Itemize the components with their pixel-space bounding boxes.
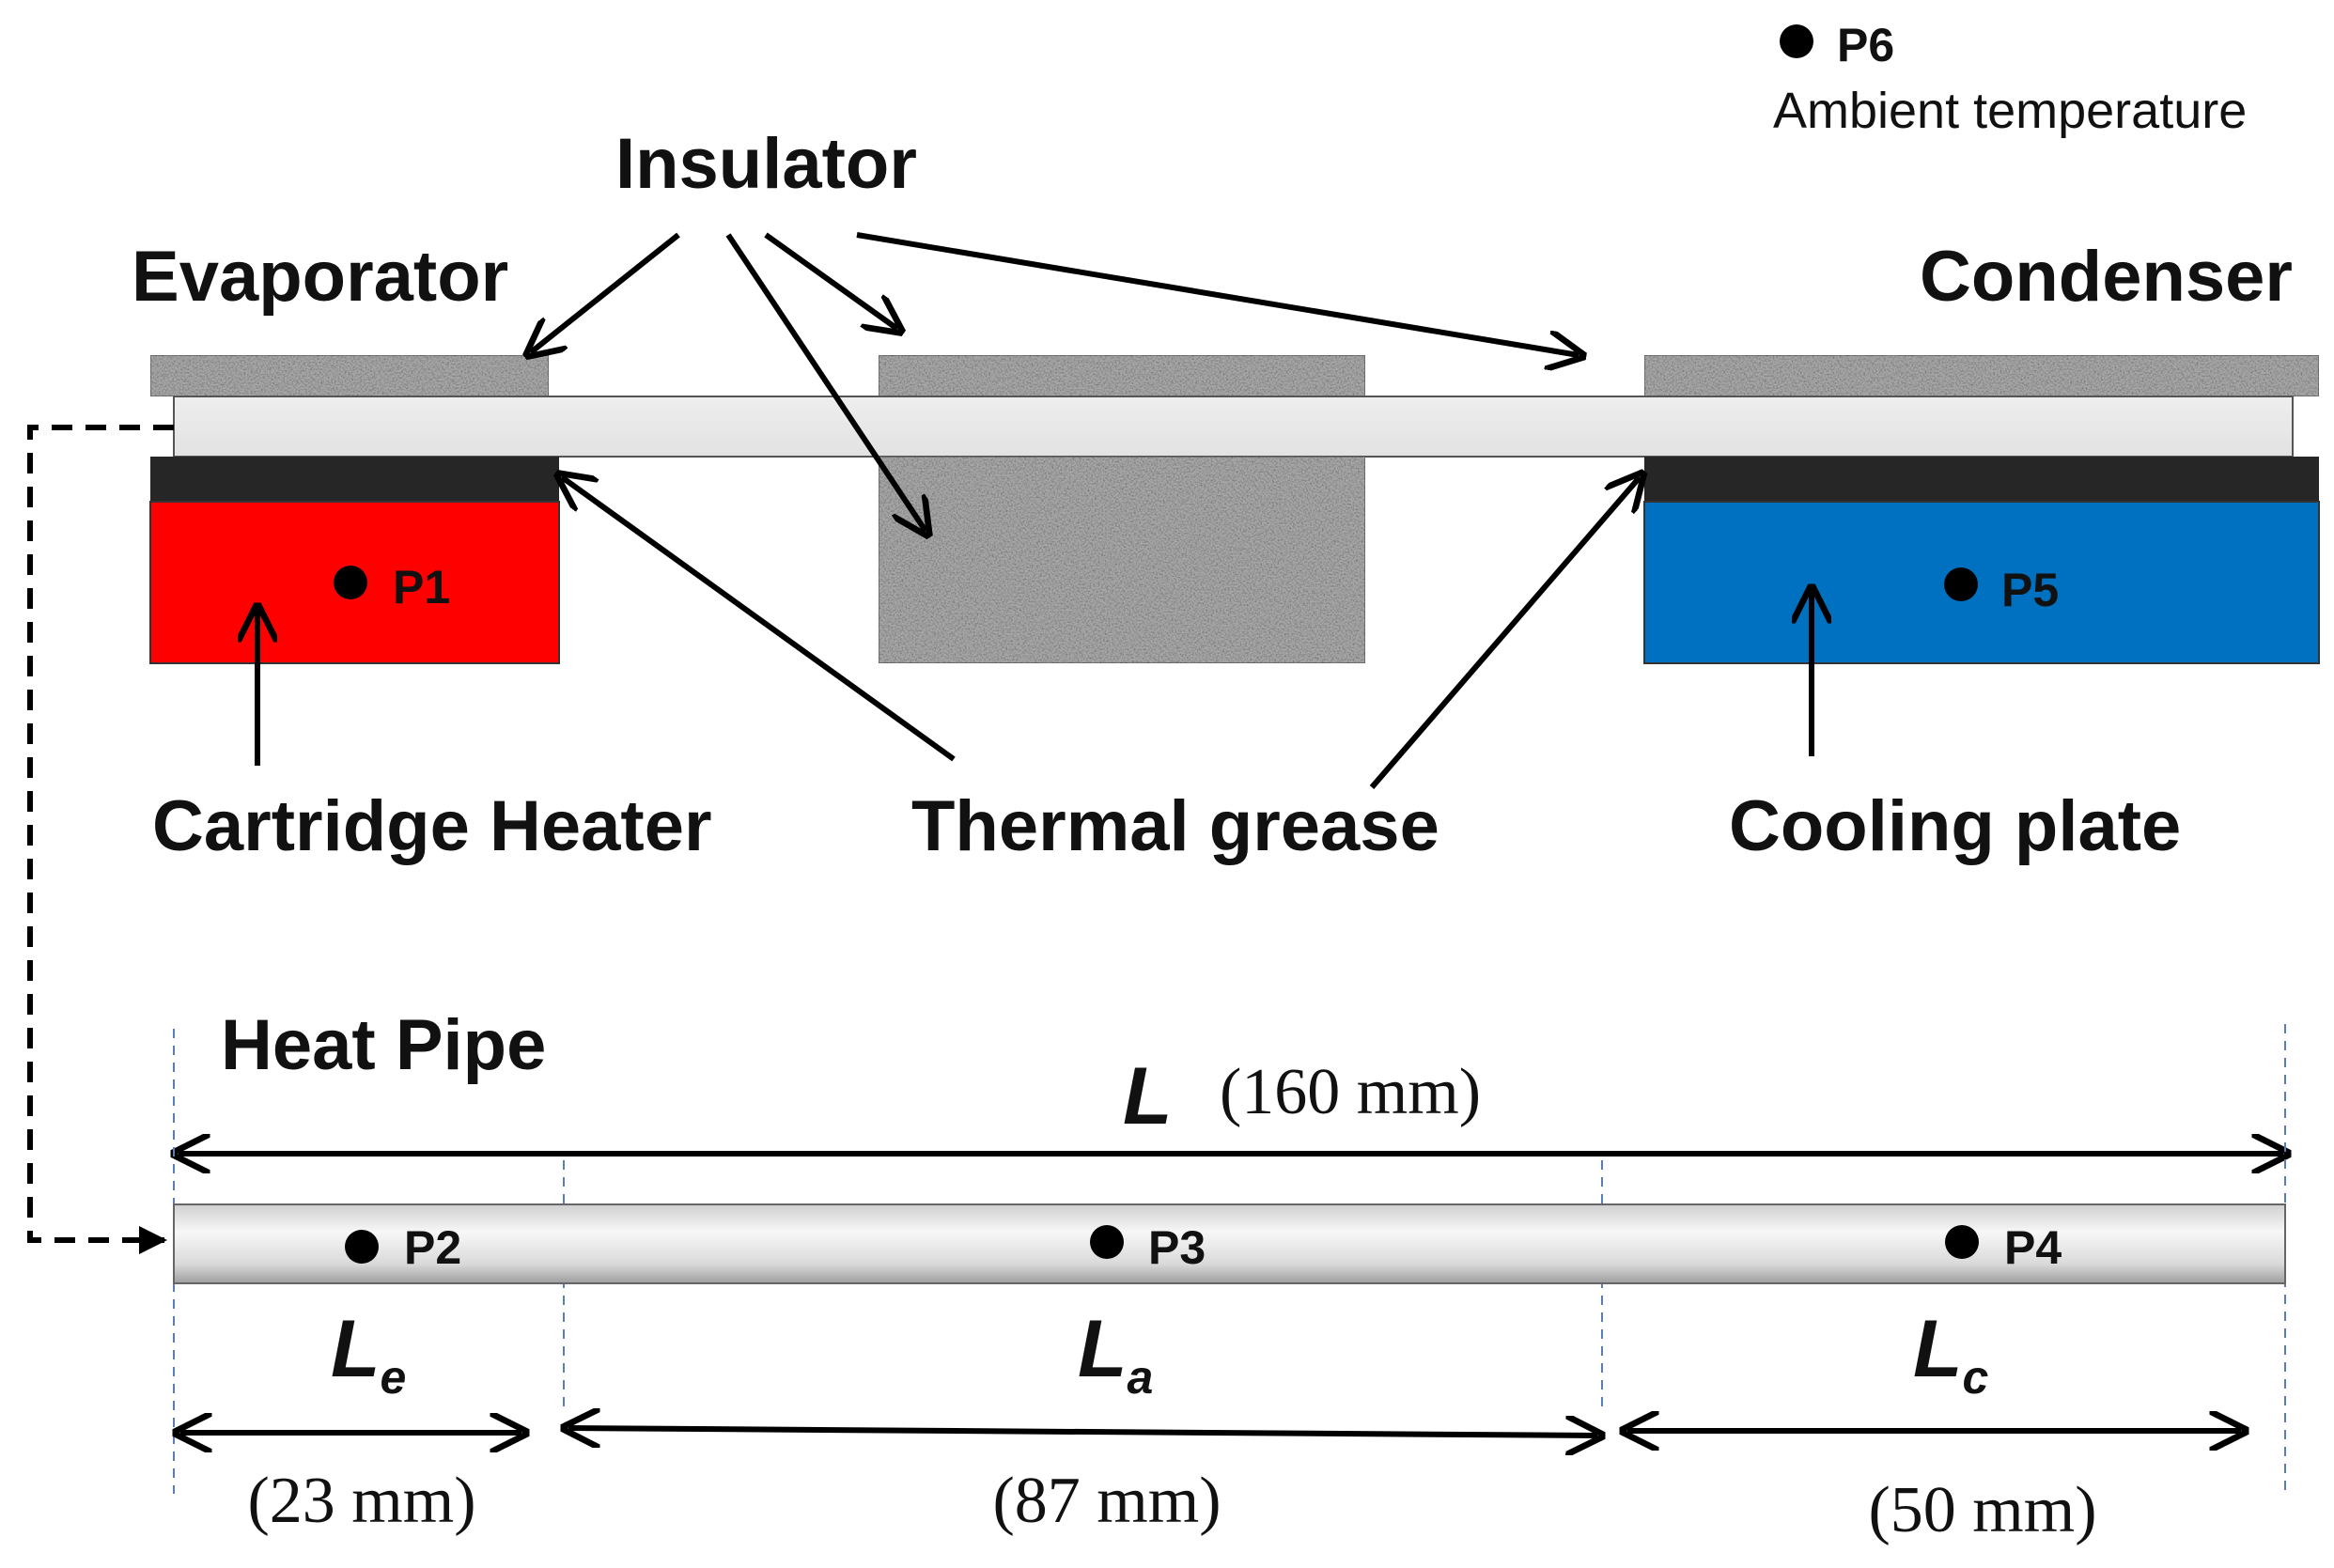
p3-label: P3 [1148, 1221, 1206, 1274]
p1-label: P1 [393, 561, 450, 613]
p6-label: P6 [1837, 19, 1894, 71]
la-value: (87 mm) [992, 1465, 1221, 1537]
p6-marker [1780, 24, 1813, 58]
p5-label: P5 [2001, 564, 2059, 616]
total-length-value: (160 mm) [1220, 1056, 1481, 1128]
la-symbol: La [1078, 1304, 1153, 1404]
insulator-label: Insulator [615, 124, 917, 204]
evaporator-label: Evaporator [132, 237, 508, 317]
la-arrow [568, 1428, 1597, 1436]
adiabatic-bottom-insulator [878, 456, 1366, 664]
lc-value: (50 mm) [1868, 1474, 2096, 1546]
p2-marker [345, 1230, 379, 1264]
p2-label: P2 [404, 1221, 461, 1274]
bottom-heat-pipe [173, 1203, 2286, 1284]
cooling-plate-label: Cooling plate [1729, 786, 2181, 866]
lc-symbol: Lc [1913, 1304, 1989, 1404]
evaporator-insulator [149, 354, 550, 397]
p4-marker [1945, 1225, 1979, 1259]
heat-pipe-label: Heat Pipe [221, 1005, 546, 1085]
p5-marker [1944, 567, 1978, 601]
total-length-symbol: L [1123, 1051, 1173, 1141]
thermal-grease-label: Thermal grease [911, 786, 1439, 866]
condenser-label: Condenser [1920, 237, 2293, 317]
top-heat-pipe [173, 396, 2294, 458]
le-value: (23 mm) [247, 1465, 475, 1537]
p3-marker [1090, 1225, 1124, 1259]
section-dividers [173, 1024, 2286, 1494]
ambient-temperature-label: Ambient temperature [1773, 83, 2247, 139]
p1-marker [334, 566, 367, 599]
evaporator-thermal-grease [150, 457, 559, 502]
le-symbol: Le [331, 1304, 406, 1404]
condenser-thermal-grease [1644, 457, 2319, 502]
adiabatic-top-insulator [878, 354, 1366, 397]
cartridge-heater-label: Cartridge Heater [152, 786, 712, 866]
cooling-plate-block [1643, 501, 2320, 664]
p4-label: P4 [2004, 1221, 2062, 1274]
condenser-insulator [1643, 354, 2320, 397]
dashed-connector [27, 425, 174, 1254]
insulator-arrows [531, 232, 1579, 531]
thermal-grease-arrows [562, 477, 1640, 789]
